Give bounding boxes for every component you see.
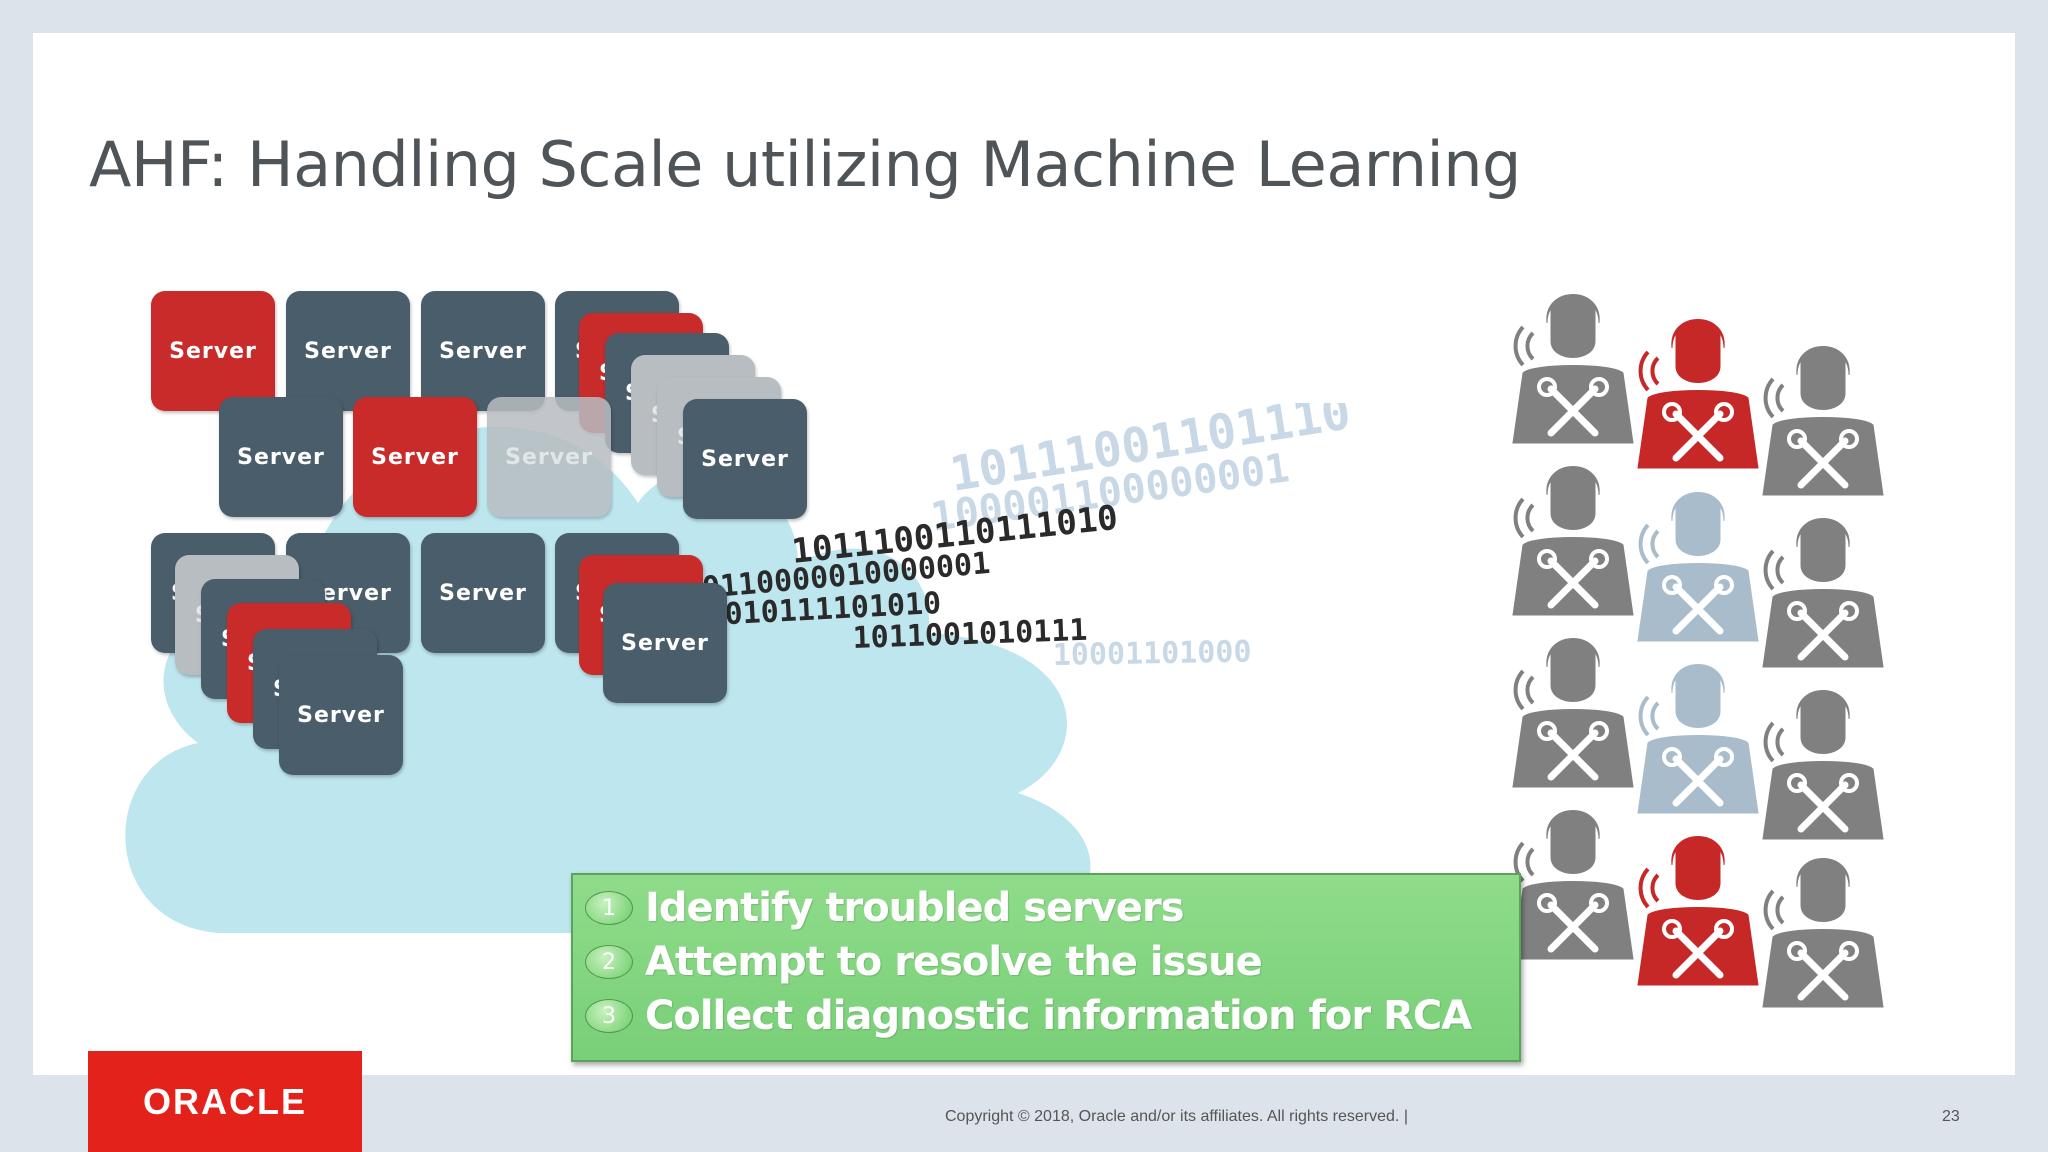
copyright-notice: Copyright © 2018, Oracle and/or its affi… [945,1108,1408,1125]
support-agent-icon [1763,519,1883,668]
slide: AHF: Handling Scale utilizing Machine Le… [33,33,2015,1075]
support-agent-icon [1763,691,1883,840]
support-agent-icon [1513,811,1633,960]
binary-line-7: 10001101000 [1053,635,1252,673]
server-tile: Server [353,397,477,517]
support-agent-icon [1513,639,1633,788]
server-tile: Server [151,291,275,411]
step-number-badge: 1 [585,891,633,925]
support-agent-icon [1638,320,1758,469]
support-agent-icon [1763,347,1883,496]
oracle-logo: ORACLE [88,1051,362,1152]
server-tile: Server [603,583,727,703]
server-tile: Server [279,655,403,775]
support-agent-icon [1763,859,1883,1008]
step-text: Collect diagnostic information for RCA [645,993,1472,1039]
steps-callout: 1 Identify troubled servers 2 Attempt to… [571,873,1521,1062]
step-text: Identify troubled servers [645,885,1185,931]
support-agent-icon [1638,837,1758,986]
server-tile: Server [487,397,611,517]
step-text: Attempt to resolve the issue [645,939,1263,985]
support-agent-icon [1638,493,1758,642]
slide-title: AHF: Handling Scale utilizing Machine Le… [89,128,1521,201]
support-agent-icon [1638,665,1758,814]
support-agents [1503,253,1953,1013]
page-number: 23 [1942,1108,1960,1125]
binary-line-6: 1011001010111 [852,613,1088,656]
support-agent-icon [1513,467,1633,616]
server-tile: Server [219,397,343,517]
server-tile: Server [421,291,545,411]
support-agent-icon [1513,295,1633,444]
diagram-stage: 10111001101110 100001100000001 101110011… [33,33,2015,1075]
server-tile: Server [683,399,807,519]
server-tile: Server [421,533,545,653]
step-number-badge: 2 [585,945,633,979]
step-number-badge: 3 [585,999,633,1033]
server-tile: Server [286,291,410,411]
